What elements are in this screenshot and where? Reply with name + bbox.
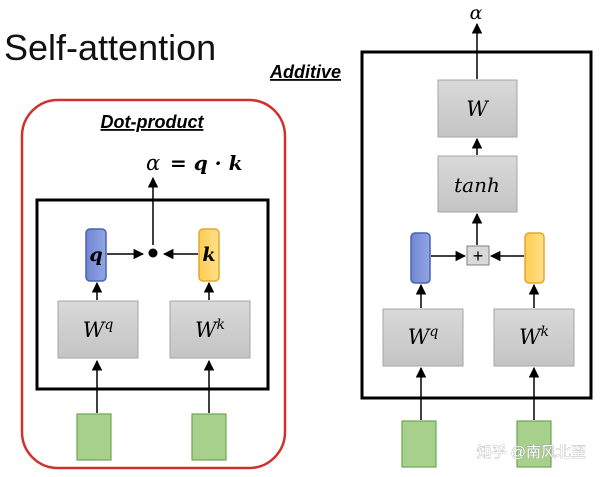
tanh-label: tanh	[454, 173, 500, 197]
dot-wq-label: Wq	[83, 317, 114, 342]
additive-q-vector	[410, 232, 431, 284]
watermark: 知乎 @南风北至	[477, 444, 586, 461]
q-label: q	[89, 244, 102, 266]
additive-w-box	[437, 79, 518, 138]
dot-product-outline	[20, 98, 287, 470]
dot-input-left	[76, 413, 112, 461]
additive-input-right	[516, 420, 552, 468]
additive-wq-label: Wq	[408, 324, 439, 349]
additive-wq-box	[382, 308, 464, 367]
diagram-title: Self-attention	[4, 27, 216, 68]
additive-label: Additive	[269, 62, 341, 82]
dot-equation: = q · k	[170, 151, 242, 175]
dot-product-operator	[148, 248, 158, 258]
tanh-box	[437, 155, 518, 213]
additive-wk-box	[493, 308, 575, 367]
additive-w-label: W	[466, 97, 490, 121]
plus-box	[466, 245, 490, 266]
dot-product-label: Dot-product	[101, 112, 205, 132]
plus-label: +	[473, 246, 484, 266]
additive-alpha: α	[470, 2, 483, 24]
dot-wk-label: Wk	[195, 317, 225, 342]
dot-input-right	[191, 413, 227, 461]
additive-input-left	[401, 420, 437, 468]
q-vector-box	[85, 228, 107, 282]
k-vector-box	[198, 228, 220, 282]
dot-alpha: α	[146, 151, 160, 175]
dot-wk-box	[169, 300, 251, 359]
dot-wq-box	[57, 300, 139, 359]
additive-wk-label: Wk	[519, 324, 549, 349]
additive-k-vector	[524, 232, 545, 284]
k-label: k	[202, 244, 215, 266]
